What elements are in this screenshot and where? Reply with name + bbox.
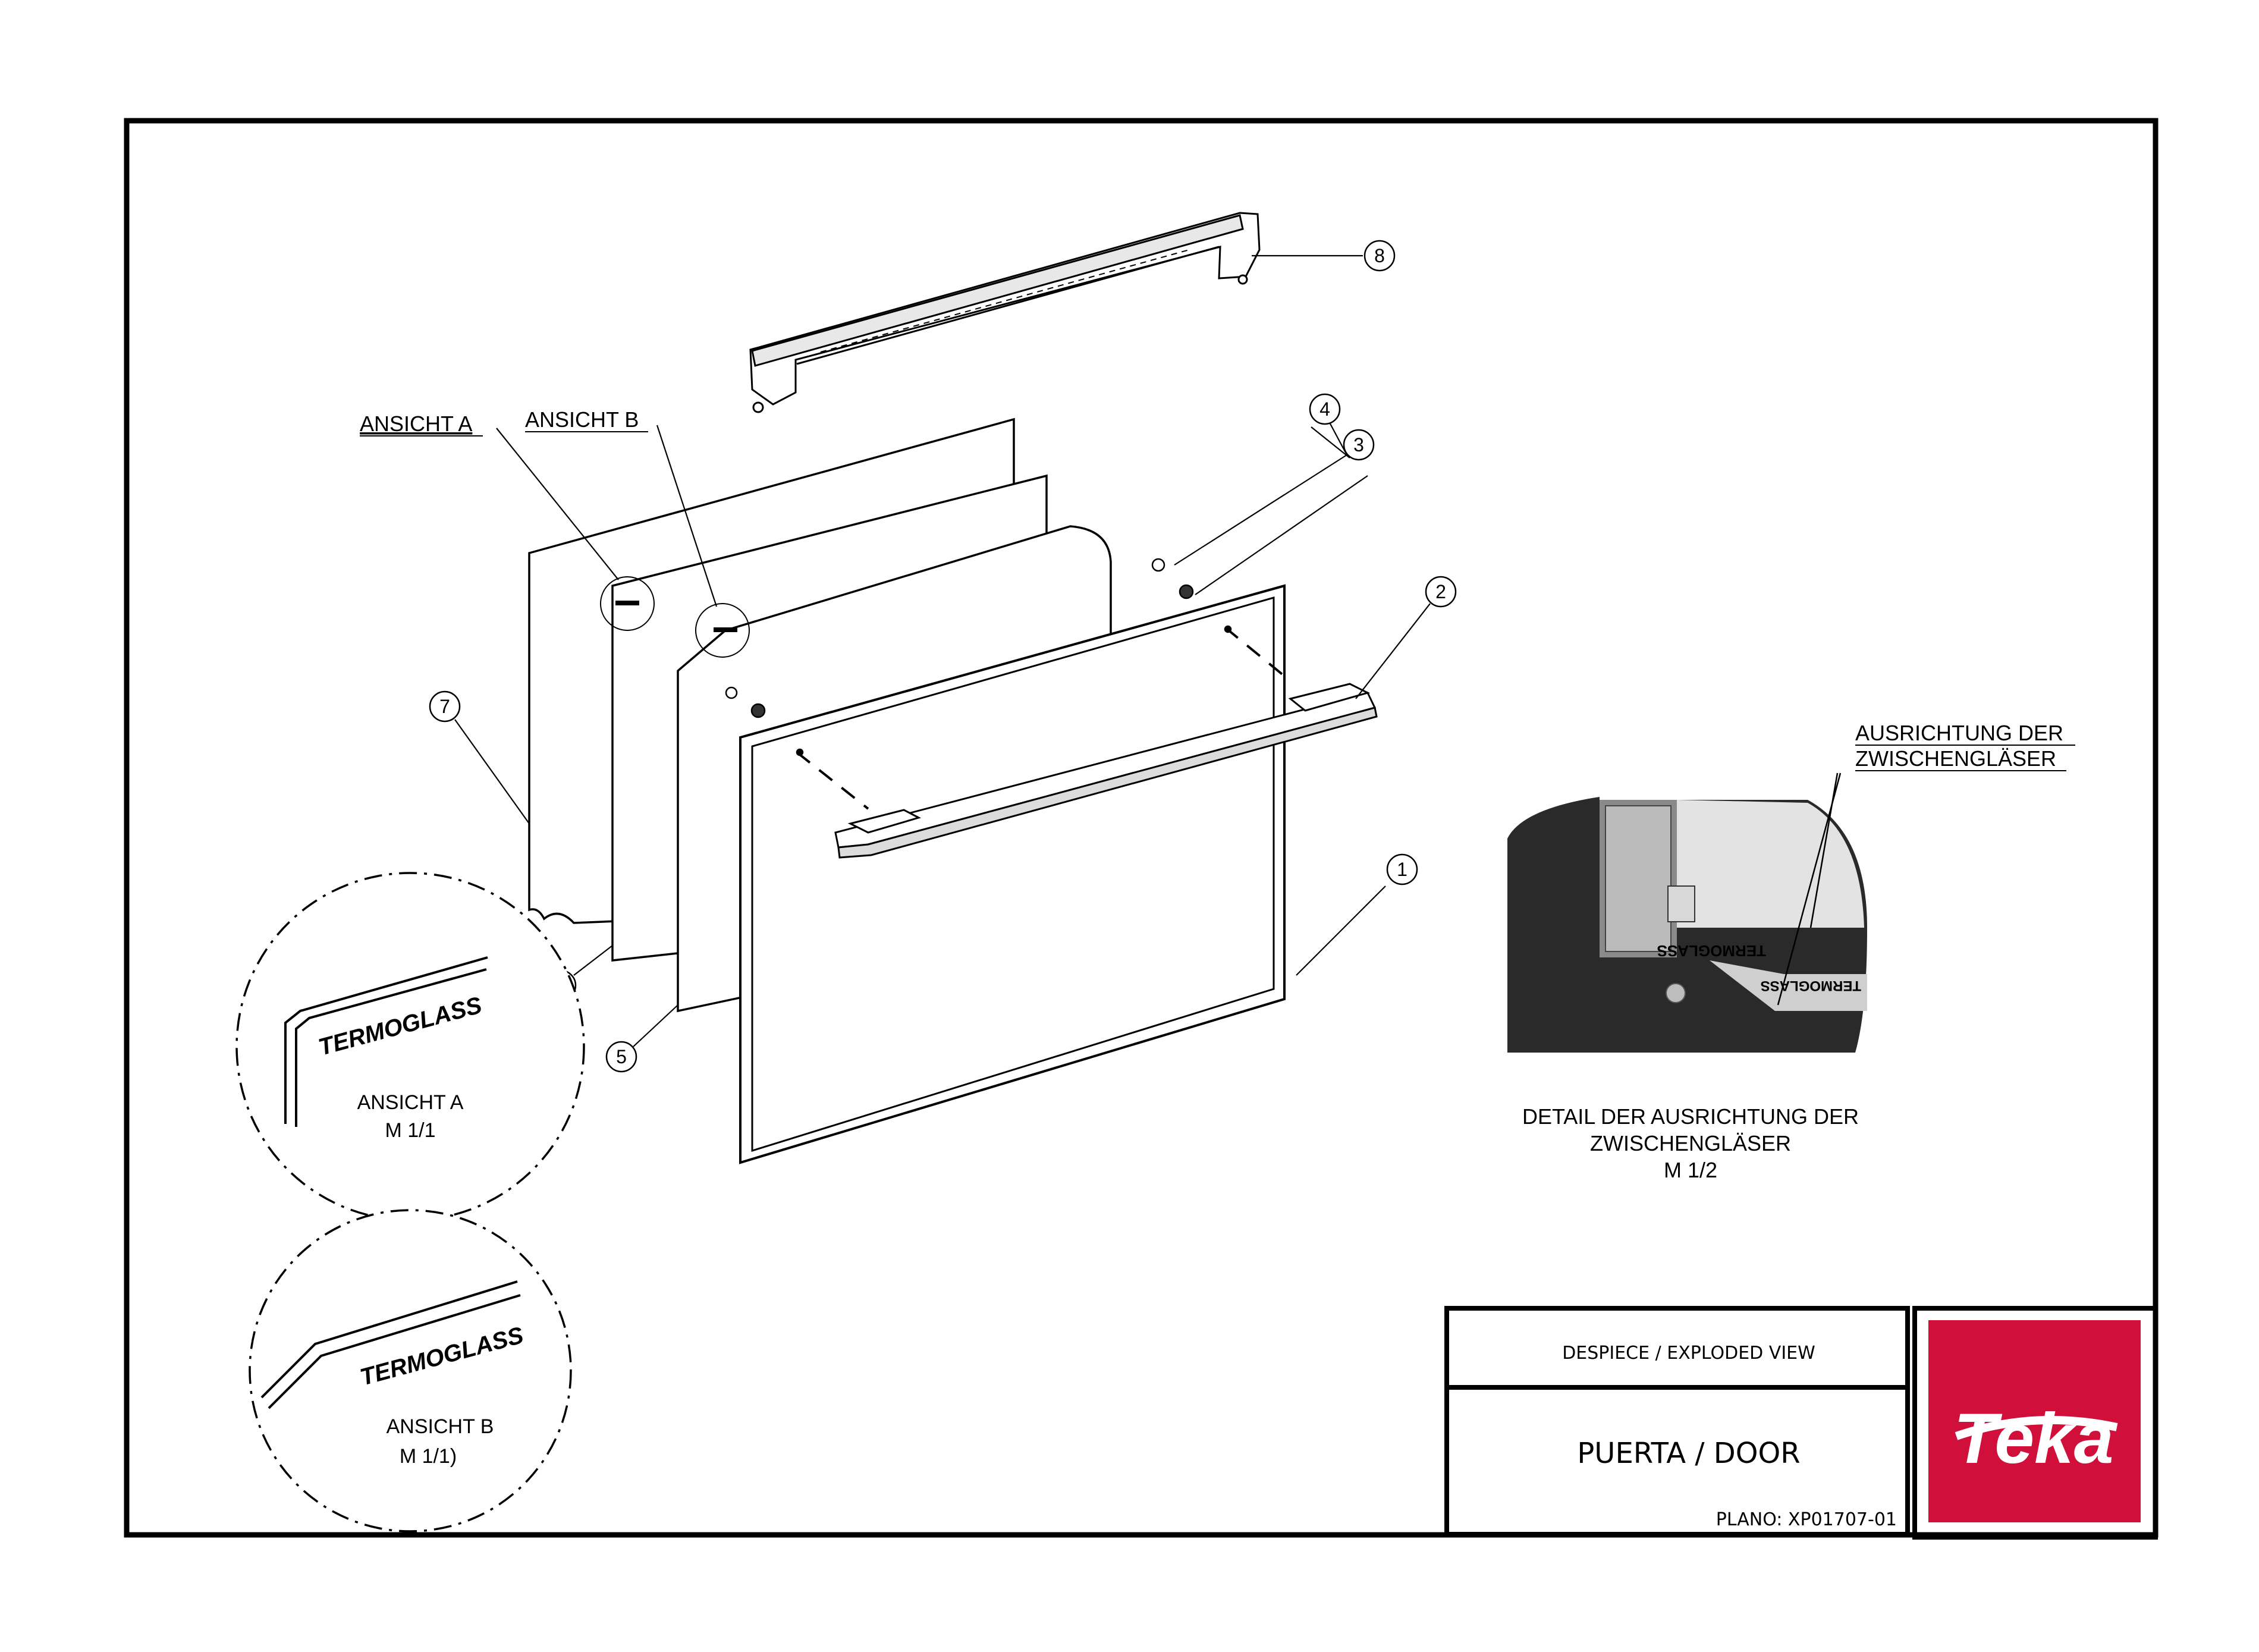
balloon-5-label: 5 bbox=[616, 1046, 627, 1067]
alignment-caption-line1: DETAIL DER AUSRICHTUNG DER bbox=[1522, 1104, 1859, 1129]
ausrichtung-callout-line1: AUSRICHTUNG DER bbox=[1855, 721, 2063, 745]
balloon-7 bbox=[429, 690, 461, 723]
balloon-3 bbox=[1343, 429, 1375, 461]
title-block-view: DESPIECE / EXPLODED VIEW bbox=[1562, 1343, 1815, 1364]
ansicht-b-marker bbox=[695, 603, 750, 658]
teka-logo: Teka bbox=[1928, 1320, 2141, 1522]
alignment-glass-text-2: TERMOGLASS bbox=[1761, 978, 1861, 994]
alignment-caption-line2: ZWISCHENGLÄSER bbox=[1590, 1131, 1791, 1155]
ansicht-b-callout: ANSICHT B bbox=[525, 407, 639, 432]
ansicht-a-marker bbox=[600, 576, 655, 631]
balloon-1 bbox=[1386, 853, 1418, 885]
title-block-name: PUERTA / DOOR bbox=[1577, 1437, 1800, 1470]
detail-ansicht-a: TERMOGLASS ANSICHT A M 1/1 bbox=[235, 872, 585, 1221]
balloon-8 bbox=[1363, 240, 1396, 272]
part-8-top-profile bbox=[749, 212, 1261, 413]
title-block bbox=[1444, 1306, 2158, 1540]
detail-ansicht-b: TERMOGLASS ANSICHT B M 1/1) bbox=[249, 1209, 572, 1532]
drawing-frame bbox=[124, 118, 2159, 1538]
detail-b-title: ANSICHT B bbox=[387, 1415, 494, 1438]
balloon-5 bbox=[605, 1041, 637, 1073]
balloon-8-label: 8 bbox=[1374, 245, 1385, 266]
detail-a-scale: M 1/1 bbox=[385, 1119, 435, 1142]
leader-lines bbox=[454, 255, 1431, 1047]
balloon-2-label: 2 bbox=[1435, 581, 1446, 602]
balloon-4-label: 4 bbox=[1319, 398, 1330, 420]
alignment-caption-line3: M 1/2 bbox=[1664, 1158, 1717, 1182]
assembly-screws bbox=[725, 558, 1292, 810]
ansicht-a-callout: ANSICHT A bbox=[360, 412, 472, 436]
balloon-3-label: 3 bbox=[1353, 434, 1364, 456]
part-1-outer-glass bbox=[739, 584, 1286, 1164]
part-2-handle bbox=[834, 683, 1378, 859]
detail-b-scale: M 1/1) bbox=[400, 1445, 457, 1468]
ausrichtung-callout-line2: ZWISCHENGLÄSER bbox=[1855, 746, 2056, 771]
balloon-2 bbox=[1425, 576, 1457, 608]
title-block-plano: PLANO: XP01707-01 bbox=[1716, 1509, 1897, 1530]
teka-logo-text: Teka bbox=[1953, 1399, 2113, 1478]
alignment-detail-view: TERMOGLASS TERMOGLASS bbox=[1507, 772, 1867, 1053]
detail-a-title: ANSICHT A bbox=[357, 1091, 464, 1114]
balloon-1-label: 1 bbox=[1397, 859, 1407, 880]
balloon-4 bbox=[1309, 393, 1341, 425]
alignment-glass-text: TERMOGLASS bbox=[1657, 942, 1766, 960]
balloon-7-label: 7 bbox=[439, 696, 450, 717]
